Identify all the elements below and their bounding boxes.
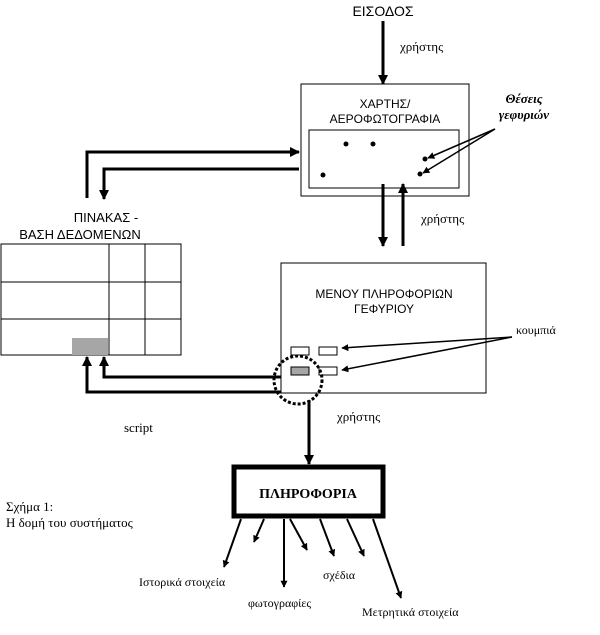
- output-arrow-measurements: [372, 518, 403, 599]
- script-arrow: [82, 356, 281, 394]
- user-label-top: χρήστης: [399, 39, 444, 54]
- menu-button[interactable]: [318, 346, 338, 356]
- bridge-point[interactable]: [422, 156, 428, 162]
- output-arrow: [253, 518, 265, 543]
- bridge-point[interactable]: [370, 141, 376, 147]
- output-arrow-drawings: [319, 518, 336, 557]
- bridge-pointer-arrow: [422, 128, 496, 174]
- input-label: ΕΙΣΟΔΟΣ: [352, 3, 413, 19]
- bridge-point[interactable]: [417, 171, 423, 177]
- selection-circle: [272, 354, 324, 406]
- buttons-pointer-arrow: [341, 336, 513, 352]
- menu-box: [280, 262, 487, 394]
- menu-title-line2: ΓΕΦΥΡΙΟΥ: [354, 302, 414, 316]
- caption-line1: Σχήμα 1:: [6, 499, 53, 514]
- output-arrow: [289, 518, 308, 551]
- map-title-line1: ΧΑΡΤΗΣ/: [360, 97, 411, 111]
- user-label-bottom: χρήστης: [336, 409, 381, 424]
- map-to-table-arrow: [99, 167, 299, 200]
- bridge-point[interactable]: [343, 141, 349, 147]
- menu-button-selected[interactable]: [290, 366, 310, 376]
- output-arrow: [346, 518, 365, 557]
- output-arrow-historical: [222, 518, 242, 568]
- menu-title-line1: ΜΕΝΟΥ ΠΛΗΡΟΦΟΡΙΩΝ: [315, 287, 452, 301]
- bridge-pointer-arrow: [427, 128, 496, 159]
- map-title-line2: ΑΕΡΟΦΩΤΟΓΡΑΦΙΑ: [330, 112, 441, 126]
- user-label-middle: χρήστης: [420, 211, 465, 226]
- bridge-positions-line1: Θέσεις: [505, 91, 542, 106]
- script-label: script: [124, 420, 153, 435]
- caption-line2: Η δομή του συστήματος: [6, 515, 134, 530]
- information-box: [231, 464, 386, 519]
- database-table: [0, 243, 182, 356]
- menu-to-table-arrow: [99, 356, 281, 379]
- menu-button[interactable]: [290, 346, 310, 356]
- historical-data-label: Ιστορικά στοιχεία: [139, 575, 226, 589]
- table-title-line2: ΒΑΣΗ ΔΕΔΟΜΕΝΩΝ: [19, 227, 141, 242]
- photos-label: φωτογραφίες: [248, 596, 311, 610]
- buttons-label: κουμπιά: [516, 323, 556, 337]
- buttons-pointer-arrow: [341, 336, 513, 373]
- measurements-label: Μετρητικά στοιχεία: [362, 605, 459, 619]
- drawings-label: σχέδια: [323, 568, 356, 582]
- table-title-line1: ΠΙΝΑΚΑΣ -: [74, 210, 138, 225]
- table-to-map-arrow: [85, 147, 300, 198]
- information-label: ΠΛΗΡΟΦΟΡΙΑ: [259, 487, 358, 502]
- selected-table-cell[interactable]: [72, 338, 108, 355]
- bridge-positions-line2: γεφυριών: [499, 107, 549, 122]
- map-image-area: [308, 129, 460, 189]
- bridge-point[interactable]: [320, 172, 326, 178]
